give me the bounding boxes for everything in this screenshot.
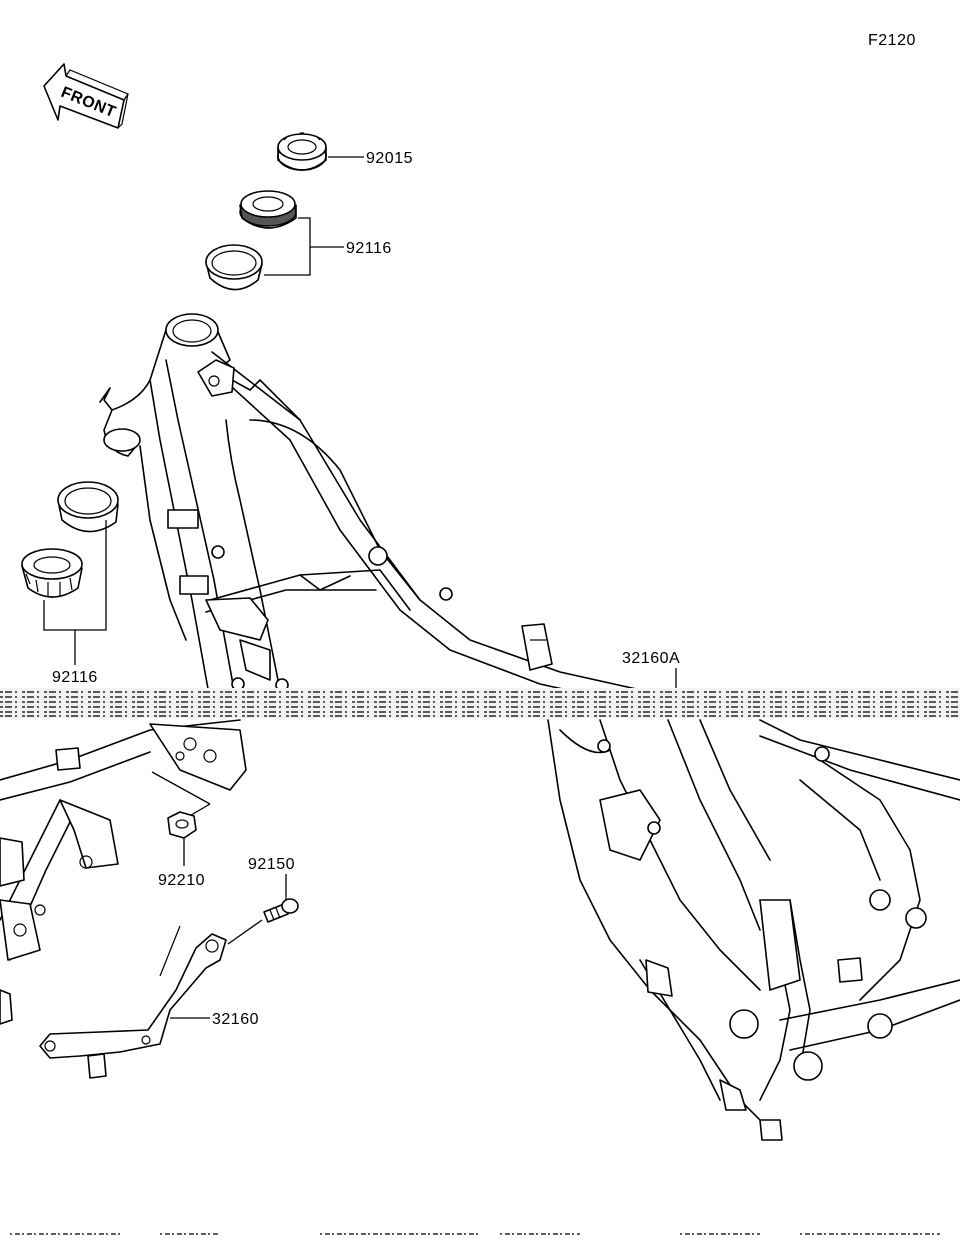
upper-bearing-part [239, 190, 297, 229]
figure-code: F2120 [868, 32, 916, 49]
callout-92116-bottom: 92116 [52, 669, 98, 686]
rear-frame-part [547, 719, 960, 1141]
break-band [0, 688, 960, 718]
upper-race-part [205, 244, 263, 291]
nut-part [167, 811, 197, 839]
bracket-arm-part [39, 925, 227, 1079]
lower-bearing-part [21, 548, 83, 598]
callout-92210: 92210 [158, 872, 205, 889]
left-frame-part [0, 719, 247, 1025]
main-frame-part [99, 313, 651, 707]
stem-nut-part [277, 132, 327, 171]
lower-race-part [57, 481, 119, 533]
front-arrow-icon: FRONT [43, 63, 129, 129]
callout-92150: 92150 [248, 856, 295, 873]
callout-92015: 92015 [366, 150, 413, 167]
callout-32160A: 32160A [622, 650, 680, 667]
leader-92210-arm [151, 771, 211, 805]
callout-32160: 32160 [212, 1011, 259, 1028]
bolt-part [263, 898, 299, 923]
callout-92116-top: 92116 [346, 240, 392, 257]
